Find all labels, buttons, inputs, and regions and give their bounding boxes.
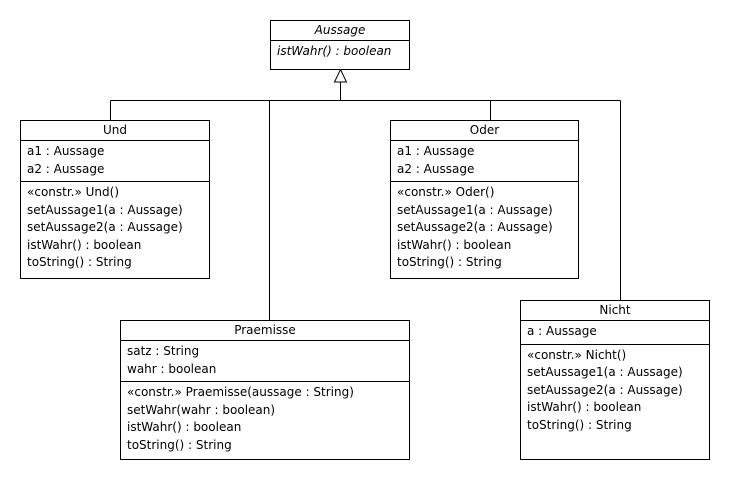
class-name: Oder <box>391 121 578 141</box>
operations-compartment: «constr.» Und() setAussage1(a : Aussage)… <box>21 182 209 275</box>
operation: «constr.» Nicht() <box>527 347 627 362</box>
class-oder[interactable]: Oder a1 : Aussage a2 : Aussage «constr.»… <box>390 120 579 279</box>
operation: «constr.» Oder() <box>397 185 495 199</box>
attributes-compartment: a1 : Aussage a2 : Aussage <box>21 141 209 182</box>
operation: setAussage2(a : Aussage) <box>397 220 553 234</box>
operations-compartment: «constr.» Oder() setAussage1(a : Aussage… <box>391 182 578 275</box>
operation: istWahr() : boolean <box>27 237 142 252</box>
class-name: Und <box>21 121 209 141</box>
operation: istWahr() : boolean <box>127 420 242 434</box>
operation: setWahr(wahr : boolean) <box>127 402 276 417</box>
attributes-compartment: a : Aussage <box>521 321 709 345</box>
class-name: Praemisse <box>121 321 409 341</box>
operations-compartment: istWahr() : boolean <box>271 41 409 64</box>
operation: setAussage1(a : Aussage) <box>527 365 683 379</box>
class-aussage[interactable]: Aussage istWahr() : boolean <box>270 20 410 70</box>
class-name: Aussage <box>271 21 409 41</box>
operation: toString() : String <box>527 417 632 432</box>
operations-compartment: «constr.» Nicht() setAussage1(a : Aussag… <box>521 345 709 438</box>
class-nicht[interactable]: Nicht a : Aussage «constr.» Nicht() setA… <box>520 300 710 460</box>
operation: toString() : String <box>397 255 502 269</box>
operation: «constr.» Und() <box>27 185 120 199</box>
attribute: satz : String <box>127 344 200 358</box>
class-name: Nicht <box>521 301 709 321</box>
attributes-compartment: a1 : Aussage a2 : Aussage <box>391 141 578 182</box>
operation: toString() : String <box>127 437 232 452</box>
attribute: wahr : boolean <box>127 361 217 376</box>
operation: setAussage2(a : Aussage) <box>27 220 183 234</box>
attribute: a : Aussage <box>527 324 597 338</box>
operation: «constr.» Praemisse(aussage : String) <box>127 385 354 399</box>
attribute: a1 : Aussage <box>397 144 475 158</box>
attribute: a2 : Aussage <box>397 161 475 176</box>
operation: setAussage1(a : Aussage) <box>27 202 183 217</box>
class-praemisse[interactable]: Praemisse satz : String wahr : boolean «… <box>120 320 410 460</box>
operation: setAussage1(a : Aussage) <box>397 202 553 217</box>
class-und[interactable]: Und a1 : Aussage a2 : Aussage «constr.» … <box>20 120 210 279</box>
attributes-compartment: satz : String wahr : boolean <box>121 341 409 382</box>
generalization-arrowhead <box>333 68 348 83</box>
operation: toString() : String <box>27 255 132 269</box>
operation: istWahr() : boolean <box>277 44 392 58</box>
operation: setAussage2(a : Aussage) <box>527 382 683 397</box>
attribute: a2 : Aussage <box>27 161 105 176</box>
operations-compartment: «constr.» Praemisse(aussage : String) se… <box>121 382 409 457</box>
attribute: a1 : Aussage <box>27 144 105 158</box>
operation: istWahr() : boolean <box>397 237 512 252</box>
operation: istWahr() : boolean <box>527 400 642 414</box>
